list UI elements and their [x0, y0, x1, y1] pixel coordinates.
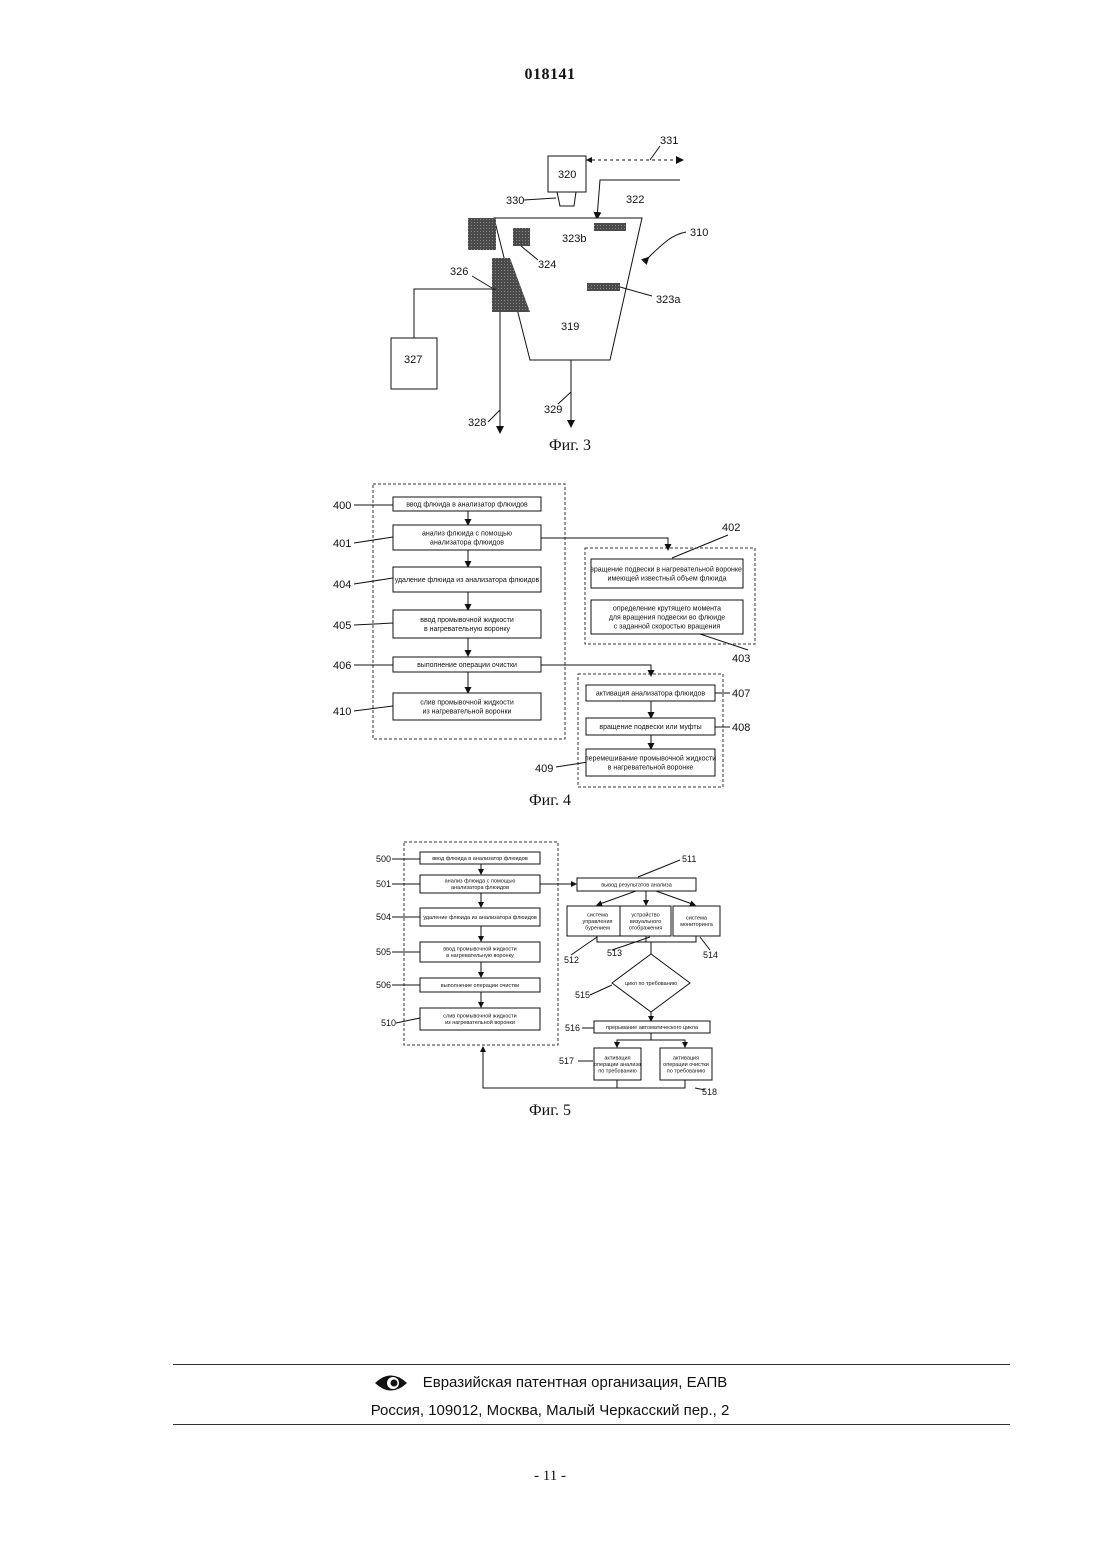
- footer-organization: Евразийская патентная организация, ЕАПВ: [0, 1372, 1100, 1394]
- fig5-label-510: 510: [381, 1018, 396, 1028]
- fig5-box-text-510: слив промывочной жидкости: [443, 1013, 517, 1020]
- fig5-box-text-505: ввод промывочной жидкости: [443, 946, 516, 953]
- fig5-box-text-518: активация: [673, 1055, 699, 1061]
- fig5-box-text-518: по требованию: [667, 1068, 706, 1074]
- fig5-box-text-518: операции очистки: [663, 1062, 709, 1068]
- fig5-label-515: 515: [575, 990, 590, 1000]
- fig5-decision-text: цикл по требованию: [625, 981, 677, 987]
- fig5-box-text-512: управления: [583, 919, 613, 925]
- fig5-label-500: 500: [376, 854, 391, 864]
- figure-5-flowchart: ввод флюида в анализатор флюидов анализ ф…: [0, 0, 1100, 1130]
- fig5-box-text-505: в нагревательную воронку: [446, 953, 514, 959]
- fig5-label-504: 504: [376, 912, 391, 922]
- footer-rule-bottom: [173, 1424, 1010, 1425]
- fig5-box-text-513: устройство: [631, 911, 659, 918]
- fig5-box-text-514: система: [686, 916, 708, 922]
- fig5-box-text-517: активация: [604, 1055, 630, 1061]
- fig5-label-514: 514: [703, 950, 718, 960]
- fig5-box-text-516: прерывание автоматического цикла: [606, 1025, 699, 1031]
- footer-address: Россия, 109012, Москва, Малый Черкасский…: [0, 1402, 1100, 1419]
- fig5-box-text-512: бурением: [585, 925, 610, 931]
- fig5-box-text-513: отображения: [629, 925, 663, 931]
- fig5-box-text-501: анализатора флюидов: [451, 885, 509, 891]
- fig5-label-517: 517: [559, 1056, 574, 1066]
- fig5-box-text-514: мониторинга: [680, 922, 714, 928]
- fig5-label-513: 513: [607, 948, 622, 958]
- figure-5-caption: Фиг. 5: [450, 1102, 650, 1120]
- fig5-box-text-500: ввод флюида в анализатор флюидов: [432, 856, 528, 862]
- fig5-box-text-501: анализ флюида с помощью: [445, 879, 516, 885]
- fig5-label-501: 501: [376, 879, 391, 889]
- fig5-box-text-513: визуального: [630, 919, 661, 925]
- fig5-box-text-510: из нагревательной воронки: [445, 1019, 515, 1026]
- fig5-box-text-504: удаление флюида из анализатора флюидов: [423, 915, 537, 921]
- page-number: - 11 -: [0, 1468, 1100, 1485]
- fig5-box-text-506: выполнение операции очистки: [441, 983, 519, 989]
- fig5-label-516: 516: [565, 1023, 580, 1033]
- fig5-label-518: 518: [702, 1087, 717, 1097]
- footer-rule-top: [173, 1364, 1010, 1365]
- footer-organization-text: Евразийская патентная организация, ЕАПВ: [423, 1374, 728, 1391]
- fig5-label-506: 506: [376, 980, 391, 990]
- fig5-box-text-512: система: [587, 912, 609, 918]
- fig5-box-text-511: вывод результатов анализа: [601, 882, 672, 888]
- eapo-logo-icon: [373, 1372, 409, 1394]
- fig5-label-505: 505: [376, 947, 391, 957]
- fig5-box-text-517: по требованию: [598, 1068, 637, 1074]
- fig5-label-511: 511: [682, 854, 696, 864]
- fig5-box-text-517: операции анализа: [594, 1062, 642, 1068]
- fig5-label-512: 512: [564, 955, 579, 965]
